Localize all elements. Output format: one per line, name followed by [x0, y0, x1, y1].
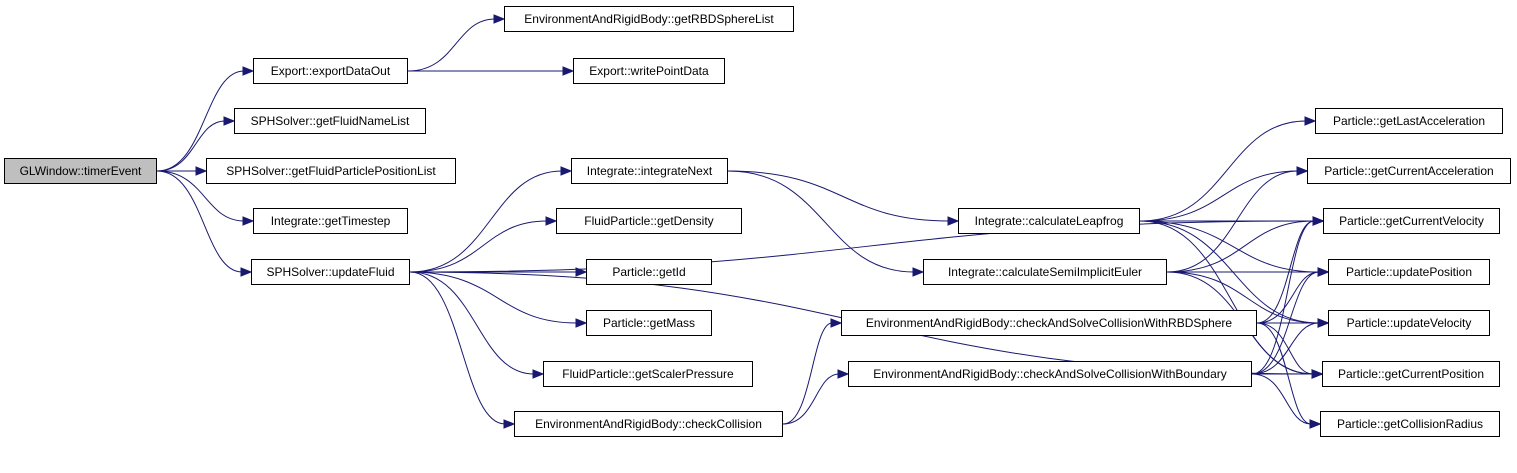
arrowhead-integrateNext-to-calculateSemiImplicitEuler: [912, 267, 925, 277]
node-updatePosition[interactable]: Particle::updatePosition: [1328, 259, 1490, 285]
node-getDensity[interactable]: FluidParticle::getDensity: [556, 208, 742, 234]
edge-integrateNext-to-calculateSemiImplicitEuler: [727, 170, 915, 273]
node-exportDataOut[interactable]: Export::exportDataOut: [253, 58, 408, 84]
edge-updateFluid-to-getDensity: [409, 220, 548, 273]
edge-timerEvent-to-exportDataOut: [156, 70, 245, 172]
node-calculateSemiImplicitEuler[interactable]: Integrate::calculateSemiImplicitEuler: [923, 259, 1167, 285]
arrowhead-updateFluid-to-getDensity: [545, 216, 558, 226]
edge-checkBoundary-to-getCurrentVelocity: [1251, 220, 1315, 375]
arrowhead-timerEvent-to-updateFluid: [240, 267, 253, 277]
arrowhead-calculateLeapfrog-to-getLastAcceleration: [1304, 116, 1317, 126]
node-getCurrentAcceleration[interactable]: Particle::getCurrentAcceleration: [1307, 158, 1511, 184]
node-getCollisionRadius[interactable]: Particle::getCollisionRadius: [1320, 411, 1500, 437]
arrowhead-checkBoundary-to-getCollisionRadius: [1309, 419, 1322, 429]
node-getMass[interactable]: Particle::getMass: [586, 310, 712, 336]
node-updateFluid[interactable]: SPHSolver::updateFluid: [251, 259, 410, 285]
edge-timerEvent-to-getTimestep: [156, 170, 245, 222]
arrowhead-exportDataOut-to-getRBDSphereList: [493, 14, 506, 24]
arrowhead-checkBoundary-to-getCurrentVelocity: [1312, 216, 1325, 226]
edge-checkBoundary-to-updateVelocity: [1251, 322, 1320, 375]
node-getLastAcceleration[interactable]: Particle::getLastAcceleration: [1315, 108, 1503, 134]
node-integrateNext[interactable]: Integrate::integrateNext: [571, 158, 728, 184]
edge-updateFluid-to-getScalerPressure: [409, 271, 535, 375]
node-getFluidParticlePositionList[interactable]: SPHSolver::getFluidParticlePositionList: [206, 158, 456, 184]
edge-exportDataOut-to-getRBDSphereList: [407, 18, 496, 72]
edge-checkRBDSphere-to-updatePosition: [1256, 271, 1320, 324]
edge-calculateSemiImplicitEuler-to-getCurrentVelocity: [1166, 220, 1315, 273]
arrowhead-updateFluid-to-getScalerPressure: [532, 369, 545, 379]
arrowhead-calculateSemiImplicitEuler-to-getCurrentAcceleration: [1296, 166, 1309, 176]
node-getId[interactable]: Particle::getId: [586, 259, 712, 285]
edge-calculateLeapfrog-to-getLastAcceleration: [1139, 120, 1307, 222]
arrowhead-timerEvent-to-getFluidNameList: [223, 116, 236, 126]
edge-calculateLeapfrog-to-updatePosition: [1139, 220, 1320, 273]
node-getFluidNameList[interactable]: SPHSolver::getFluidNameList: [234, 108, 426, 134]
edge-calculateSemiImplicitEuler-to-updateVelocity: [1166, 271, 1320, 324]
arrowhead-checkBoundary-to-getCurrentPosition: [1311, 369, 1324, 379]
edge-updateFluid-to-integrateNext: [409, 170, 563, 273]
arrowhead-updateFluid-to-getId: [575, 267, 588, 277]
arrowhead-checkCollision-to-checkBoundary: [837, 369, 850, 379]
arrowhead-updateFluid-to-getMass: [575, 318, 588, 328]
node-checkRBDSphere[interactable]: EnvironmentAndRigidBody::checkAndSolveCo…: [841, 310, 1257, 336]
arrowhead-updateFluid-to-checkCollision: [503, 419, 516, 429]
edge-checkBoundary-to-updatePosition: [1251, 271, 1320, 375]
edge-updateFluid-to-checkCollision: [409, 271, 506, 425]
edge-updateFluid-to-getMass: [409, 271, 578, 324]
edge-timerEvent-to-updateFluid: [156, 170, 243, 273]
node-checkCollision[interactable]: EnvironmentAndRigidBody::checkCollision: [514, 411, 783, 437]
arrowhead-timerEvent-to-getTimestep: [242, 216, 255, 226]
edge-checkBoundary-to-getCollisionRadius: [1251, 373, 1312, 425]
arrowhead-timerEvent-to-exportDataOut: [242, 66, 255, 76]
arrowhead-checkBoundary-to-updatePosition: [1317, 267, 1330, 277]
arrowhead-checkBoundary-to-updateVelocity: [1317, 318, 1330, 328]
arrowhead-integrateNext-to-calculateLeapfrog: [947, 216, 960, 226]
node-getTimestep[interactable]: Integrate::getTimestep: [253, 208, 408, 234]
edge-timerEvent-to-getFluidNameList: [156, 120, 226, 172]
arrowhead-updateFluid-to-integrateNext: [560, 166, 573, 176]
node-getRBDSphereList[interactable]: EnvironmentAndRigidBody::getRBDSphereLis…: [504, 6, 794, 32]
edge-integrateNext-to-calculateLeapfrog: [727, 170, 950, 222]
arrowhead-timerEvent-to-getFluidParticlePositionList: [195, 166, 208, 176]
arrowhead-exportDataOut-to-writePointData: [562, 66, 575, 76]
node-updateVelocity[interactable]: Particle::updateVelocity: [1328, 310, 1490, 336]
edge-calculateLeapfrog-to-getCurrentAcceleration: [1139, 170, 1299, 222]
node-getScalerPressure[interactable]: FluidParticle::getScalerPressure: [543, 361, 753, 387]
edge-checkCollision-to-checkRBDSphere: [782, 322, 833, 425]
node-writePointData[interactable]: Export::writePointData: [573, 58, 725, 84]
node-getCurrentVelocity[interactable]: Particle::getCurrentVelocity: [1323, 208, 1500, 234]
edge-calculateSemiImplicitEuler-to-getCurrentAcceleration: [1166, 170, 1299, 273]
edge-updateFluid-to-getCurrentVelocity: [409, 220, 1315, 273]
edge-checkCollision-to-checkBoundary: [782, 373, 840, 425]
arrowhead-checkCollision-to-checkRBDSphere: [830, 318, 843, 328]
node-calculateLeapfrog[interactable]: Integrate::calculateLeapfrog: [958, 208, 1140, 234]
node-checkBoundary[interactable]: EnvironmentAndRigidBody::checkAndSolveCo…: [848, 361, 1252, 387]
node-getCurrentPosition[interactable]: Particle::getCurrentPosition: [1322, 361, 1500, 387]
node-timerEvent: GLWindow::timerEvent: [4, 158, 157, 184]
